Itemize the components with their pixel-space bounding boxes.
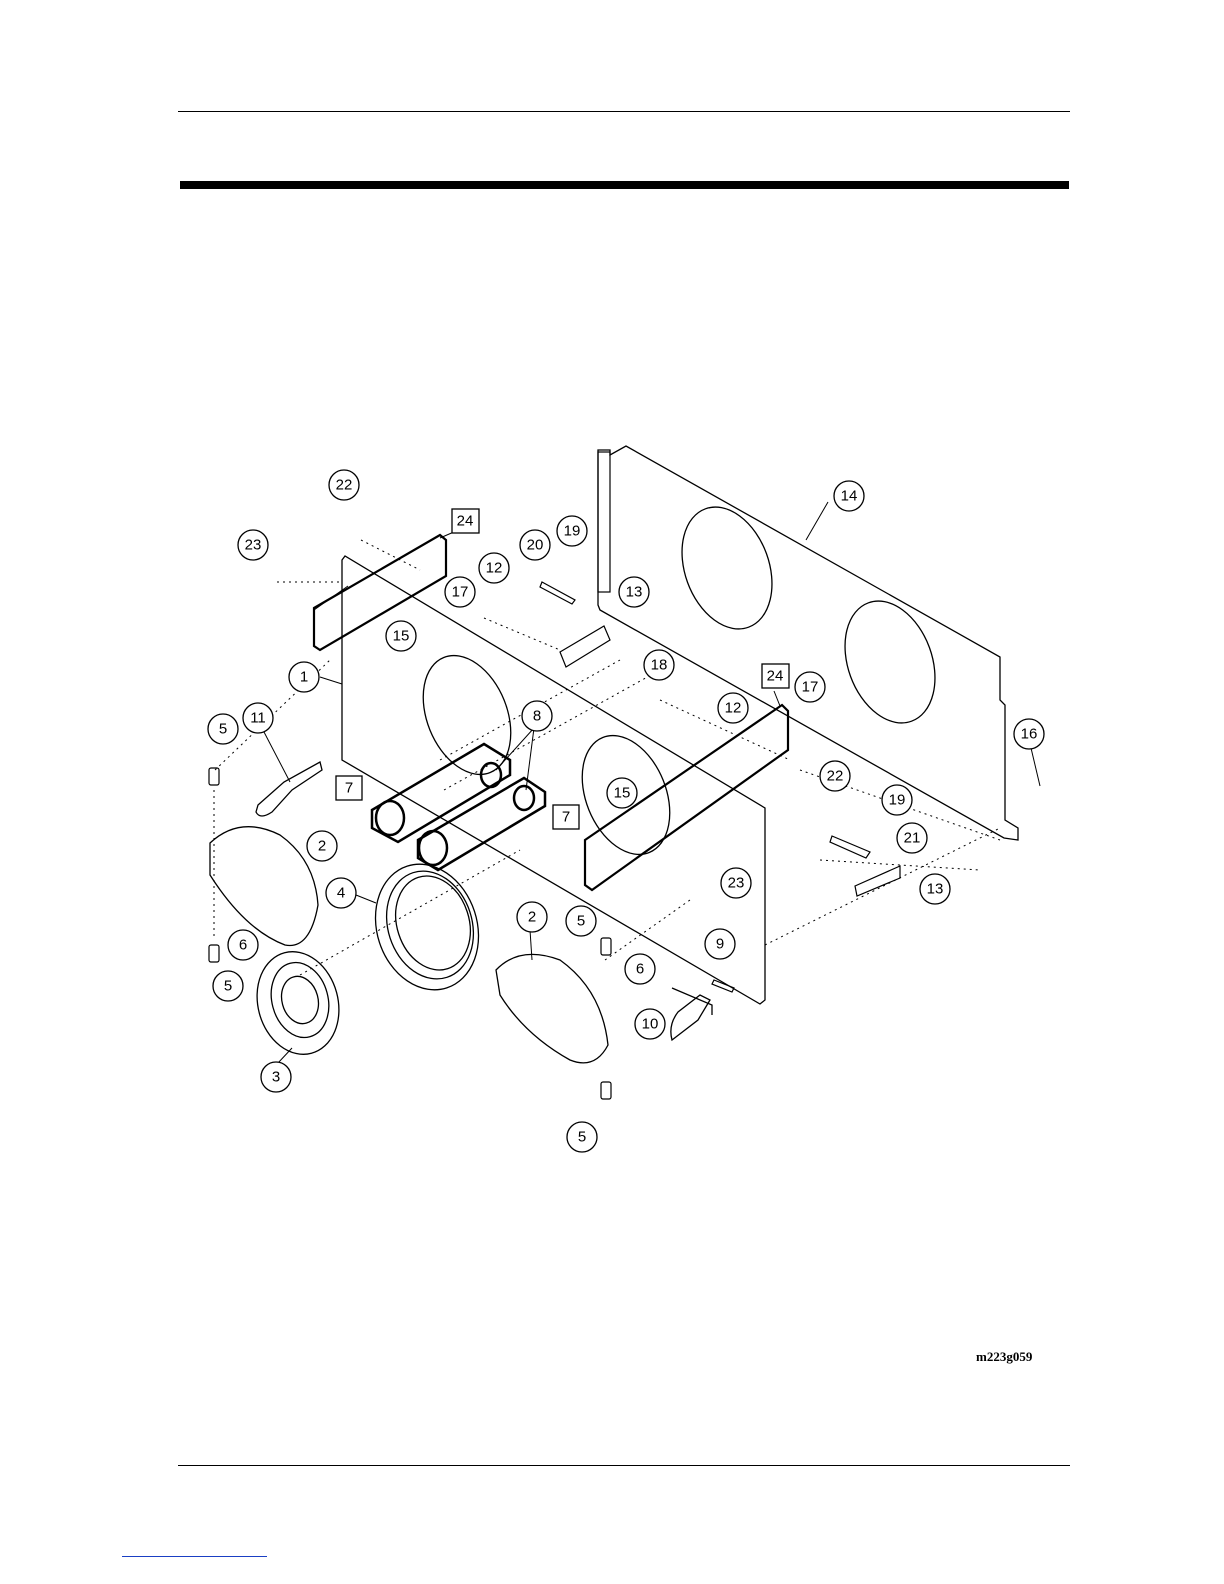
callout-number: 14 xyxy=(841,488,858,505)
callout-number: 9 xyxy=(716,936,724,953)
callout-number: 13 xyxy=(927,881,944,898)
callout-number: 18 xyxy=(651,657,668,674)
callout-number: 22 xyxy=(336,477,353,494)
callout-number: 23 xyxy=(245,537,262,554)
callout-number: 8 xyxy=(533,708,541,725)
callout-number: 17 xyxy=(452,584,469,601)
bracket-left xyxy=(314,535,446,650)
door-right xyxy=(496,954,608,1062)
callout-number: 6 xyxy=(239,937,247,954)
callout-number: 21 xyxy=(904,830,921,847)
glass-cover xyxy=(246,942,350,1063)
callout-number: 6 xyxy=(636,961,644,978)
callout-number: 12 xyxy=(486,560,503,577)
callout-number: 1 xyxy=(300,669,308,686)
callout-number: 15 xyxy=(393,628,410,645)
latch-handle-11 xyxy=(256,762,322,816)
callout-number: 5 xyxy=(578,1129,586,1146)
callout-number: 16 xyxy=(1021,726,1038,743)
door-left xyxy=(210,827,318,946)
footer-rule xyxy=(178,1465,1070,1466)
callout-number: 17 xyxy=(802,679,819,696)
callout-number: 24 xyxy=(457,513,474,530)
hinge-pins xyxy=(209,768,611,1099)
callout-number: 20 xyxy=(527,537,544,554)
callout-number: 7 xyxy=(345,780,353,797)
latch-handle-10 xyxy=(671,988,712,1040)
callout-number: 2 xyxy=(528,909,536,926)
gasket-ring xyxy=(360,851,495,1004)
callout-number: 7 xyxy=(562,809,570,826)
callout-number: 2 xyxy=(318,838,326,855)
callout-number: 3 xyxy=(272,1069,280,1086)
callout-number: 13 xyxy=(626,584,643,601)
callout-number: 19 xyxy=(889,792,906,809)
rear-panel xyxy=(598,446,1018,840)
callout-number: 11 xyxy=(250,710,266,727)
figure-id: m223g059 xyxy=(976,1349,1032,1365)
callout-number: 12 xyxy=(725,700,742,717)
footer-link-underline[interactable] xyxy=(122,1556,267,1557)
callout-number: 22 xyxy=(827,768,844,785)
callout-number: 5 xyxy=(224,978,232,995)
callout-number: 10 xyxy=(642,1016,659,1033)
callout-number: 19 xyxy=(564,523,581,540)
callout-number: 24 xyxy=(767,668,784,685)
callout-number: 23 xyxy=(728,875,745,892)
callout-number: 5 xyxy=(577,913,585,930)
callout-number: 4 xyxy=(337,885,345,902)
callout-number: 5 xyxy=(219,721,227,738)
callout-number: 15 xyxy=(614,785,631,802)
